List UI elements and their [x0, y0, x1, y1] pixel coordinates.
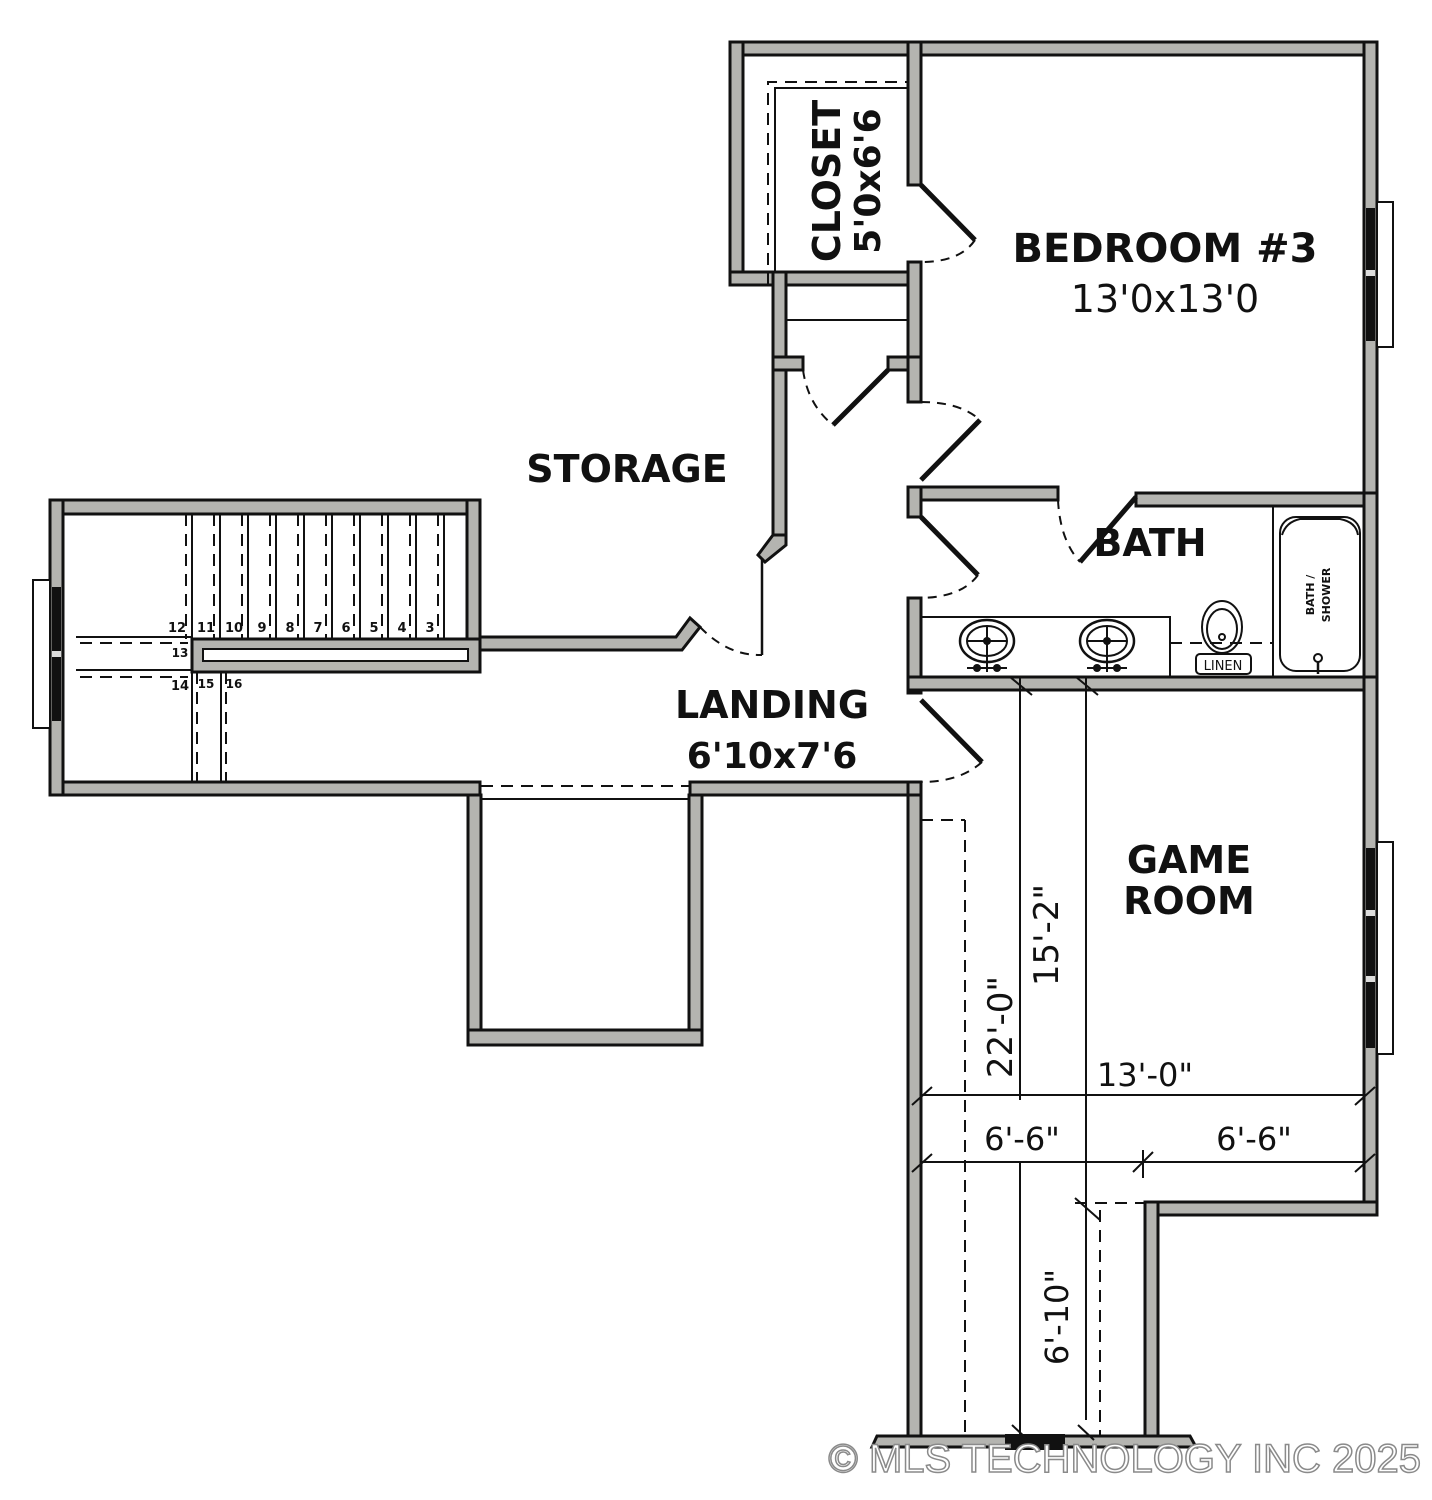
wall-game-left	[906, 780, 923, 1449]
wall-stair-top	[48, 498, 482, 516]
door-bedroom	[919, 418, 982, 482]
dim-15-2: 15'-2"	[1027, 884, 1067, 986]
room-labels: BEDROOM #3 13'0x13'0 CLOSET 5'0x6'6 STOR…	[526, 100, 1317, 923]
wall-game-top	[906, 675, 1379, 692]
wall-bath-top-left	[906, 485, 1060, 502]
storage-name: STORAGE	[526, 447, 727, 491]
door-closet	[919, 183, 977, 242]
window-game-room-frame	[1376, 841, 1394, 1055]
wall-nook-left	[771, 355, 805, 372]
wall-bedroom-left-lower	[906, 355, 923, 404]
wall-hall2-right	[1143, 1200, 1160, 1449]
closet-size: 5'0x6'6	[848, 108, 889, 253]
wall-closet-bottom	[728, 270, 922, 287]
walls	[48, 40, 1379, 1449]
window-bedroom-frame	[1376, 201, 1394, 348]
wall-bump-left	[466, 793, 483, 1047]
door-bath-landing	[919, 515, 980, 577]
door-bedroom-swing	[920, 401, 981, 421]
doors	[699, 183, 1138, 783]
closet-shelf	[774, 87, 908, 272]
step-5: 5	[369, 621, 378, 636]
stair-handrail	[202, 648, 469, 662]
vanity-counter	[921, 616, 1171, 677]
dimension-labels: 15'-2" 22'-0" 13'-0" 6'-6" 6'-6" 6'-10"	[981, 884, 1292, 1365]
step-15: 15	[198, 677, 215, 691]
wall-game-bottom	[1143, 1200, 1379, 1217]
step-4: 4	[397, 621, 406, 636]
door-nook-swing	[802, 369, 834, 426]
step-11: 11	[197, 621, 215, 636]
wall-landing-bottom-right	[688, 780, 923, 797]
wall-landing-bottom-left	[48, 780, 482, 797]
door-closet-swing	[920, 239, 976, 263]
wall-closet-left	[728, 40, 745, 287]
door-game-room-swing	[920, 761, 983, 783]
bedroom3-name: BEDROOM #3	[1013, 226, 1318, 272]
wall-storage-bottom	[478, 615, 703, 652]
step-7: 7	[313, 621, 322, 636]
toilet-tank	[1195, 653, 1252, 675]
bedroom3-size: 13'0x13'0	[1071, 277, 1259, 321]
bath-fixtures: LINEN BATH / SHOWER	[921, 506, 1361, 677]
step-3: 3	[425, 621, 434, 636]
wall-bath-right	[1362, 491, 1379, 690]
game-room-name-line2: ROOM	[1123, 879, 1255, 923]
game-room-name-line1: GAME	[1127, 838, 1251, 882]
tub-label-line2: SHOWER	[1320, 567, 1333, 622]
step-8: 8	[285, 621, 294, 636]
step-12: 12	[168, 621, 186, 636]
wall-bump-bottom	[466, 1028, 704, 1047]
stair-numbers: 12 11 10 9 8 7 6 5 4 3 13 14 15 16	[168, 621, 435, 694]
window-stair-frame	[32, 579, 51, 729]
dimension-lines	[911, 676, 1376, 1441]
dim-6-10: 6'-10"	[1038, 1269, 1076, 1365]
tub-label-line1: BATH /	[1304, 574, 1317, 616]
closet-shelving	[767, 81, 908, 285]
window-bottom	[1005, 1434, 1065, 1450]
door-bath-landing-swing	[920, 574, 979, 599]
dim-6-6-left: 6'-6"	[984, 1120, 1060, 1158]
door-storage-swing	[699, 626, 763, 657]
wall-bath-left-upper	[906, 485, 923, 519]
wall-bath-top-right	[1134, 491, 1379, 508]
door-bath-bedroom	[1078, 495, 1138, 564]
step-10: 10	[225, 621, 243, 636]
windows	[32, 201, 1394, 1450]
step-6: 6	[341, 621, 350, 636]
wall-corner	[906, 780, 923, 797]
step-9: 9	[257, 621, 266, 636]
dim-13-0: 13'-0"	[1097, 1056, 1193, 1094]
wall-bath-left-lower	[906, 596, 923, 695]
dim-22-0: 22'-0"	[981, 976, 1021, 1078]
door-game-room	[919, 698, 984, 764]
copyright-watermark: © MLS TECHNOLOGY INC 2025	[828, 1437, 1421, 1481]
wall-closet-divider-upper	[906, 40, 923, 187]
landing-name: LANDING	[675, 683, 869, 727]
linen-label: LINEN	[1204, 659, 1243, 674]
dim-6-6-right: 6'-6"	[1216, 1120, 1292, 1158]
door-nook	[831, 368, 890, 427]
door-bath-bedroom-swing	[1057, 499, 1081, 563]
closet-name: CLOSET	[805, 100, 849, 262]
window-game-room	[1366, 848, 1375, 1048]
closet-shelf-dash	[767, 81, 908, 285]
step-13: 13	[172, 646, 189, 660]
staircase	[76, 514, 445, 782]
landing-size: 6'10x7'6	[687, 736, 858, 777]
step-14: 14	[171, 679, 189, 694]
bath-name: BATH	[1093, 521, 1206, 565]
wall-hall-left	[771, 270, 788, 544]
step-16: 16	[226, 677, 243, 691]
wall-top	[728, 40, 1379, 57]
tub-icon	[1279, 516, 1361, 672]
wall-bump-right	[687, 793, 704, 1047]
wall-storage-angle	[756, 533, 788, 565]
